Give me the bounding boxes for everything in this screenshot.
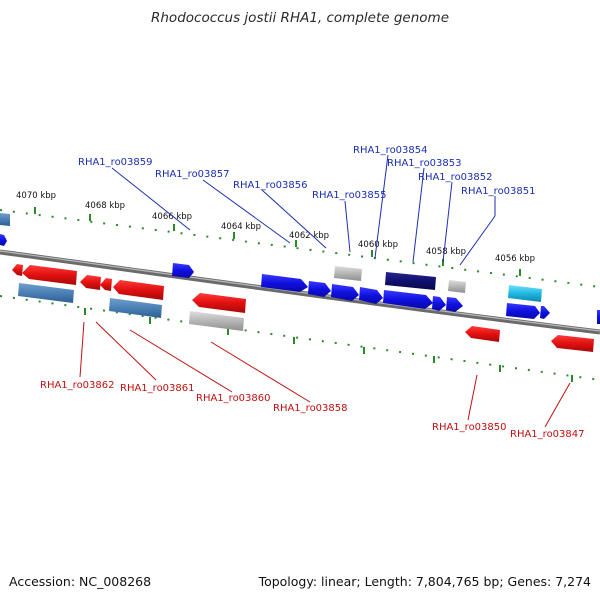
- top-leader-lines: [111, 154, 496, 266]
- gene-reverse[interactable]: [100, 278, 112, 291]
- gene-label[interactable]: RHA1_ro03851: [461, 186, 536, 197]
- gene-grey[interactable]: [334, 266, 362, 281]
- scale-label: 4066 kbp: [152, 212, 192, 222]
- gene-label[interactable]: RHA1_ro03852: [418, 172, 493, 183]
- leader-line: [467, 374, 478, 421]
- gene-forward[interactable]: [261, 274, 308, 292]
- map-title: Rhodococcus jostii RHA1, complete genome: [151, 10, 449, 26]
- gene-forward[interactable]: [597, 310, 600, 324]
- gene-label[interactable]: RHA1_ro03856: [233, 180, 308, 191]
- gene-forward[interactable]: [331, 284, 359, 301]
- chromosome-backbone-highlight: [0, 250, 600, 332]
- gene-forward[interactable]: [172, 263, 194, 278]
- leader-line: [544, 382, 571, 428]
- gene-steel[interactable]: [18, 283, 74, 303]
- gene-navy[interactable]: [385, 272, 436, 290]
- scale-label: 4058 kbp: [426, 247, 466, 257]
- gene-grey[interactable]: [448, 280, 466, 293]
- accession-label: Accession: NC_008268: [9, 574, 151, 589]
- chromosome-backbone: [0, 249, 600, 335]
- reverse-strand-genes: [12, 264, 594, 352]
- scale-label: 4062 kbp: [289, 231, 329, 241]
- leader-line: [412, 167, 425, 263]
- leader-line: [442, 181, 453, 263]
- gene-forward[interactable]: [0, 213, 10, 226]
- gene-forward[interactable]: [308, 281, 331, 297]
- leader-line: [459, 215, 496, 266]
- gene-label[interactable]: RHA1_ro03858: [273, 403, 348, 414]
- topology-label: Topology: linear; Length: 7,804,765 bp; …: [258, 574, 591, 589]
- forward-strand-genes: [0, 213, 600, 324]
- scale-label: 4070 kbp: [16, 191, 56, 201]
- gene-reverse[interactable]: [192, 293, 246, 313]
- lower-scale: [0, 295, 600, 382]
- gene-forward[interactable]: [506, 303, 540, 319]
- gene-label[interactable]: RHA1_ro03860: [196, 393, 271, 404]
- gene-reverse[interactable]: [80, 275, 101, 290]
- gene-forward[interactable]: [359, 287, 383, 304]
- leader-line: [79, 321, 85, 378]
- gene-reverse[interactable]: [12, 264, 23, 276]
- bottom-leader-lines: [79, 321, 571, 428]
- leader-line: [261, 189, 327, 249]
- gene-label[interactable]: RHA1_ro03862: [40, 380, 115, 391]
- gene-forward[interactable]: [432, 296, 446, 311]
- gene-label[interactable]: RHA1_ro03853: [387, 158, 462, 169]
- gene-reverse[interactable]: [22, 265, 77, 285]
- gene-reverse[interactable]: [113, 280, 164, 300]
- leader-line: [202, 179, 291, 244]
- leader-line: [210, 341, 311, 403]
- leader-line: [374, 154, 389, 259]
- gene-reverse[interactable]: [465, 326, 500, 342]
- leader-line: [95, 321, 157, 381]
- gene-forward[interactable]: [0, 234, 7, 246]
- gene-label[interactable]: RHA1_ro03855: [312, 190, 387, 201]
- scale-label: 4056 kbp: [495, 254, 535, 264]
- scale-label: 4068 kbp: [85, 201, 125, 211]
- gene-label[interactable]: RHA1_ro03847: [510, 429, 585, 440]
- gene-forward[interactable]: [446, 297, 463, 312]
- gene-label[interactable]: RHA1_ro03857: [155, 169, 230, 180]
- gene-grey[interactable]: [189, 311, 244, 331]
- gene-label[interactable]: RHA1_ro03850: [432, 422, 507, 433]
- gene-forward[interactable]: [383, 290, 433, 309]
- gene-reverse[interactable]: [551, 335, 594, 352]
- scale-label: 4064 kbp: [221, 222, 261, 232]
- gene-forward[interactable]: [540, 306, 550, 319]
- scale-label: 4060 kbp: [358, 240, 398, 250]
- gene-cyan[interactable]: [508, 285, 542, 302]
- gene-label[interactable]: RHA1_ro03861: [120, 383, 195, 394]
- leader-line: [111, 167, 191, 231]
- upper-scale: [0, 207, 600, 288]
- leader-line: [129, 329, 233, 393]
- gene-label[interactable]: RHA1_ro03854: [353, 145, 428, 156]
- leader-line: [344, 200, 351, 253]
- gene-steel[interactable]: [109, 298, 162, 318]
- gene-label[interactable]: RHA1_ro03859: [78, 157, 153, 168]
